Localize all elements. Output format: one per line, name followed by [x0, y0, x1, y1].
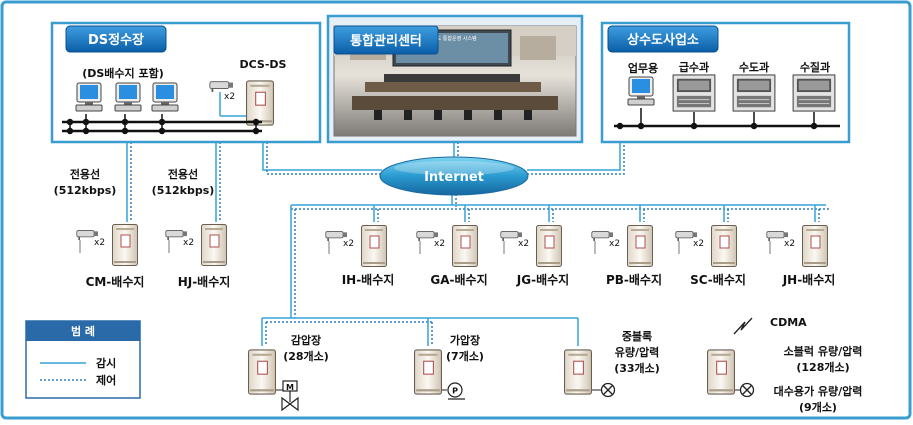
site-label: 대수용가 유량/압력 [774, 384, 863, 398]
rtu-cabinet-icon [413, 349, 443, 395]
reservoir-group: x2CM-배수지x2HJ-배수지x2IH-배수지x2GA-배수지x2JG-배수지… [76, 223, 836, 289]
panel-title: 상수도사업소 [627, 32, 699, 48]
svg-text:M: M [286, 383, 294, 392]
workstation-icon [75, 82, 103, 112]
reservoir-label: IH-배수지 [342, 272, 395, 287]
office-label: 급수과 [679, 60, 709, 74]
camera-count: x2 [183, 238, 194, 248]
svg-text:P: P [452, 387, 458, 396]
dedicated-line-label: 전용선 [70, 167, 100, 181]
rtu-cabinet-icon [247, 349, 277, 395]
legend: 범 례 감시 제어 [25, 320, 141, 399]
panel-water-office: 상수도사업소 업무용 급수과 수도과 수질과 [600, 21, 851, 144]
reservoir-label: GA-배수지 [430, 272, 487, 287]
motor-valve-icon: M [276, 380, 299, 412]
legend-header [26, 321, 140, 341]
site-count: (7개소) [446, 349, 484, 363]
site-count: (28개소) [283, 349, 329, 363]
site-mid-block: 중블록 유량/압력 (33개소) [563, 330, 660, 398]
panel-ds-plant: DS정수장 (DS배수지 포함) DCS-DS x2 [50, 21, 322, 144]
legend-title: 범 례 [71, 324, 95, 338]
flowmeter-icon [739, 382, 755, 398]
rtu-cabinet-icon [706, 349, 736, 395]
cdma-label: CDMA [770, 316, 807, 329]
site-booster-station: 가압장 (7개소) P [413, 333, 484, 400]
server-icon [732, 74, 776, 112]
rtu-cabinet-icon [451, 224, 479, 268]
site-sublabel: 유량/압력 [615, 346, 660, 359]
rtu-cabinet-icon [200, 223, 228, 267]
rtu-cabinet-icon [563, 349, 593, 395]
site-label: 소블럭 유량/압력 [784, 345, 863, 358]
reservoir-label: PB-배수지 [606, 272, 662, 287]
reservoir-label: CM-배수지 [86, 274, 145, 289]
pump-icon: P [442, 382, 465, 400]
video-wall-title: 하수도 통합운영 시스템 [427, 35, 477, 42]
camera-count: x2 [94, 238, 105, 248]
panel-header [65, 25, 167, 53]
office-label: 수질과 [800, 60, 830, 74]
server-icon [672, 74, 716, 112]
connection-lines [126, 142, 830, 346]
panel-header [333, 25, 439, 55]
camera-count: x2 [609, 239, 620, 249]
dedicated-line-speed: (512kbps) [54, 184, 117, 197]
rtu-cabinet-icon [626, 224, 654, 268]
rtu-cabinet-icon [801, 224, 829, 268]
reservoir-label: JH-배수지 [782, 272, 836, 287]
camera-count: x2 [693, 239, 704, 249]
camera-count: x2 [224, 92, 235, 102]
dedicated-line-speed: (512kbps) [152, 184, 215, 197]
workstation-icon [114, 82, 142, 112]
flowmeter-icon [600, 382, 616, 398]
camera-count: x2 [434, 239, 445, 249]
reservoir-label: HJ-배수지 [178, 274, 231, 289]
reservoir-label: SC-배수지 [690, 272, 746, 287]
dcs-cabinet-icon [245, 80, 275, 126]
panel-header [607, 25, 719, 53]
panel-subtitle: (DS배수지 포함) [82, 66, 164, 80]
rtu-cabinet-icon [360, 224, 388, 268]
wireless-icon [733, 317, 753, 335]
panel-title: DS정수장 [88, 32, 144, 48]
legend-item-label: 제어 [96, 373, 116, 387]
legend-item-label: 감시 [96, 356, 116, 370]
internet-label: Internet [424, 170, 484, 185]
panel-title: 통합관리센터 [350, 33, 422, 49]
rtu-cabinet-icon [535, 224, 563, 268]
office-label: 수도과 [739, 60, 769, 74]
camera-count: x2 [343, 239, 354, 249]
site-cdma: CDMA 소블럭 유량/압력 (128개소) 대수용가 유량/압력 (9개소) [706, 316, 863, 414]
server-icon [792, 74, 836, 112]
site-reducing-station: 감압장 (28개소) M [247, 333, 329, 412]
workstation-icon [627, 76, 655, 106]
site-count: (33개소) [614, 361, 660, 375]
site-label: 가압장 [450, 333, 480, 347]
office-label: 업무용 [628, 62, 658, 75]
workstation-icon [151, 82, 179, 112]
site-count: (9개소) [799, 400, 837, 414]
camera-count: x2 [518, 239, 529, 249]
panel-control-center: 하수도 통합운영 시스템 통합관리센터 [326, 14, 584, 144]
reservoir-label: JG-배수지 [516, 272, 569, 287]
dcs-label: DCS-DS [240, 58, 287, 71]
internet-cloud: Internet [379, 156, 529, 196]
site-label: 감압장 [291, 333, 321, 347]
site-label: 중블록 [622, 330, 652, 343]
site-count: (128개소) [796, 360, 849, 374]
camera-count: x2 [784, 239, 795, 249]
dedicated-line-label: 전용선 [168, 167, 198, 181]
rtu-cabinet-icon [710, 224, 738, 268]
rtu-cabinet-icon [111, 223, 139, 267]
